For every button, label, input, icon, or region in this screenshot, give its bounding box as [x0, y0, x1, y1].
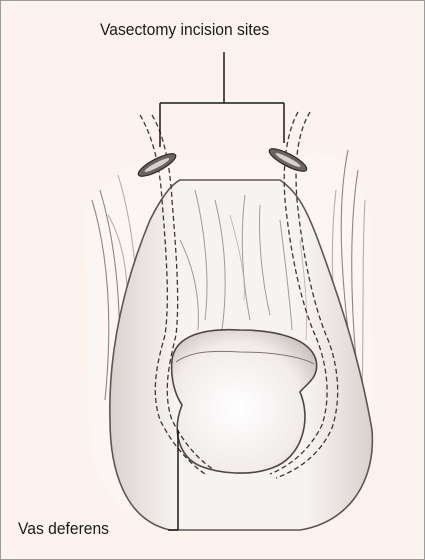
incision-bracket [160, 52, 284, 147]
vas-deferens-label: Vas deferens [18, 519, 109, 539]
incision-sites-label: Vasectomy incision sites [100, 20, 269, 40]
